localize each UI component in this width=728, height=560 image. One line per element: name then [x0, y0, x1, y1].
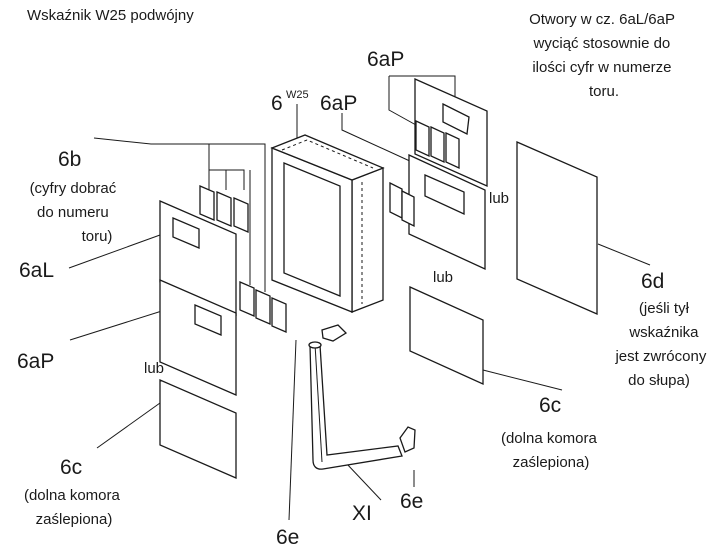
housing-w25 [270, 134, 385, 313]
label-6b-note: (cyfry dobrać do numeru toru) [30, 180, 121, 245]
plate-6c-right [409, 285, 484, 386]
label-6c-left: 6c [60, 456, 82, 479]
panel-6aP-top [414, 77, 488, 188]
panel-window [194, 304, 222, 336]
label-6c-right-note: (dolna komora zaślepiona) [501, 430, 601, 471]
panel-6aL [159, 200, 237, 316]
plate-6c-left [159, 379, 237, 479]
digit-plates-top [415, 119, 460, 170]
label-6b: 6b [58, 148, 81, 171]
label-6aP-left: 6aP [17, 350, 54, 373]
label-lub-left: lub [144, 360, 164, 377]
panel-6aP-left [159, 279, 237, 396]
panel-window [424, 174, 465, 216]
label-w25-superscript: W25 [286, 89, 309, 101]
leader-lines [68, 75, 651, 521]
label-lub-center: lub [433, 269, 453, 286]
panel-window [442, 102, 470, 135]
label-6e-bottom: 6e [276, 526, 299, 549]
label-lub-right-top: lub [489, 190, 509, 207]
label-6d-note: (jeśli tył wskaźnika jest zwrócony do sł… [614, 300, 710, 389]
digit-plates-left-lower [239, 281, 287, 333]
label-XI: XI [352, 502, 372, 525]
label-6c-right: 6c [539, 394, 561, 417]
diagram-title: Wskaźnik W25 podwójny [27, 7, 194, 24]
digit-plates-right [389, 181, 415, 228]
cap-6e-right [399, 426, 416, 453]
label-6c-left-note: (dolna komora zaślepiona) [24, 487, 124, 528]
digit-plates-left-upper [199, 185, 249, 233]
label-6-w25: 6 [271, 92, 283, 115]
note-top-right: Otwory w cz. 6aL/6aP wyciąć stosownie do… [529, 11, 679, 100]
label-6aL: 6aL [19, 259, 54, 282]
panel-window [172, 217, 200, 249]
label-6d: 6d [641, 270, 664, 293]
label-6e-right: 6e [400, 490, 423, 513]
diagram-labels: Wskaźnik W25 podwójny Otwory w cz. 6aL/6… [17, 7, 710, 549]
label-6aP-mid: 6aP [320, 92, 357, 115]
cap-6e-top [321, 324, 348, 342]
plate-6d [516, 141, 598, 315]
label-6aP-top: 6aP [367, 48, 404, 71]
post-XI [308, 341, 403, 470]
